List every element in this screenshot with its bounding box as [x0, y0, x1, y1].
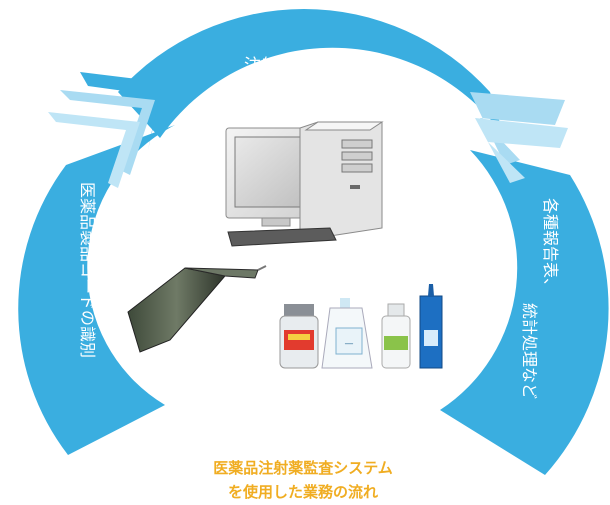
arc-segment-left [18, 125, 176, 455]
segment-label-right-line1: 各種報告表、 [541, 198, 560, 294]
ampoule-icon [381, 303, 411, 369]
computer-icon [225, 121, 384, 247]
barcode-scanner-icon [127, 265, 267, 353]
segment-label-left: 医薬品製品コードの識別 [78, 182, 97, 358]
iv-bag-icon: — [321, 298, 373, 369]
medicine-vial-icon [279, 304, 319, 369]
chevron-arrows-left [48, 72, 162, 188]
segment-label-top: 注射薬の利用記録 [244, 56, 380, 76]
arc-segment-right [440, 150, 609, 475]
arc-segment-top [118, 9, 505, 138]
segment-label-right-line2: 統計処理など [520, 303, 539, 399]
eye-drop-bottle-icon [419, 284, 443, 369]
caption-line-2: を使用した業務の流れ [228, 483, 378, 501]
svg-text:—: — [345, 339, 354, 349]
caption-line-1: 医薬品注射薬監査システム [213, 459, 393, 477]
chevron-arrows-right [470, 92, 568, 183]
